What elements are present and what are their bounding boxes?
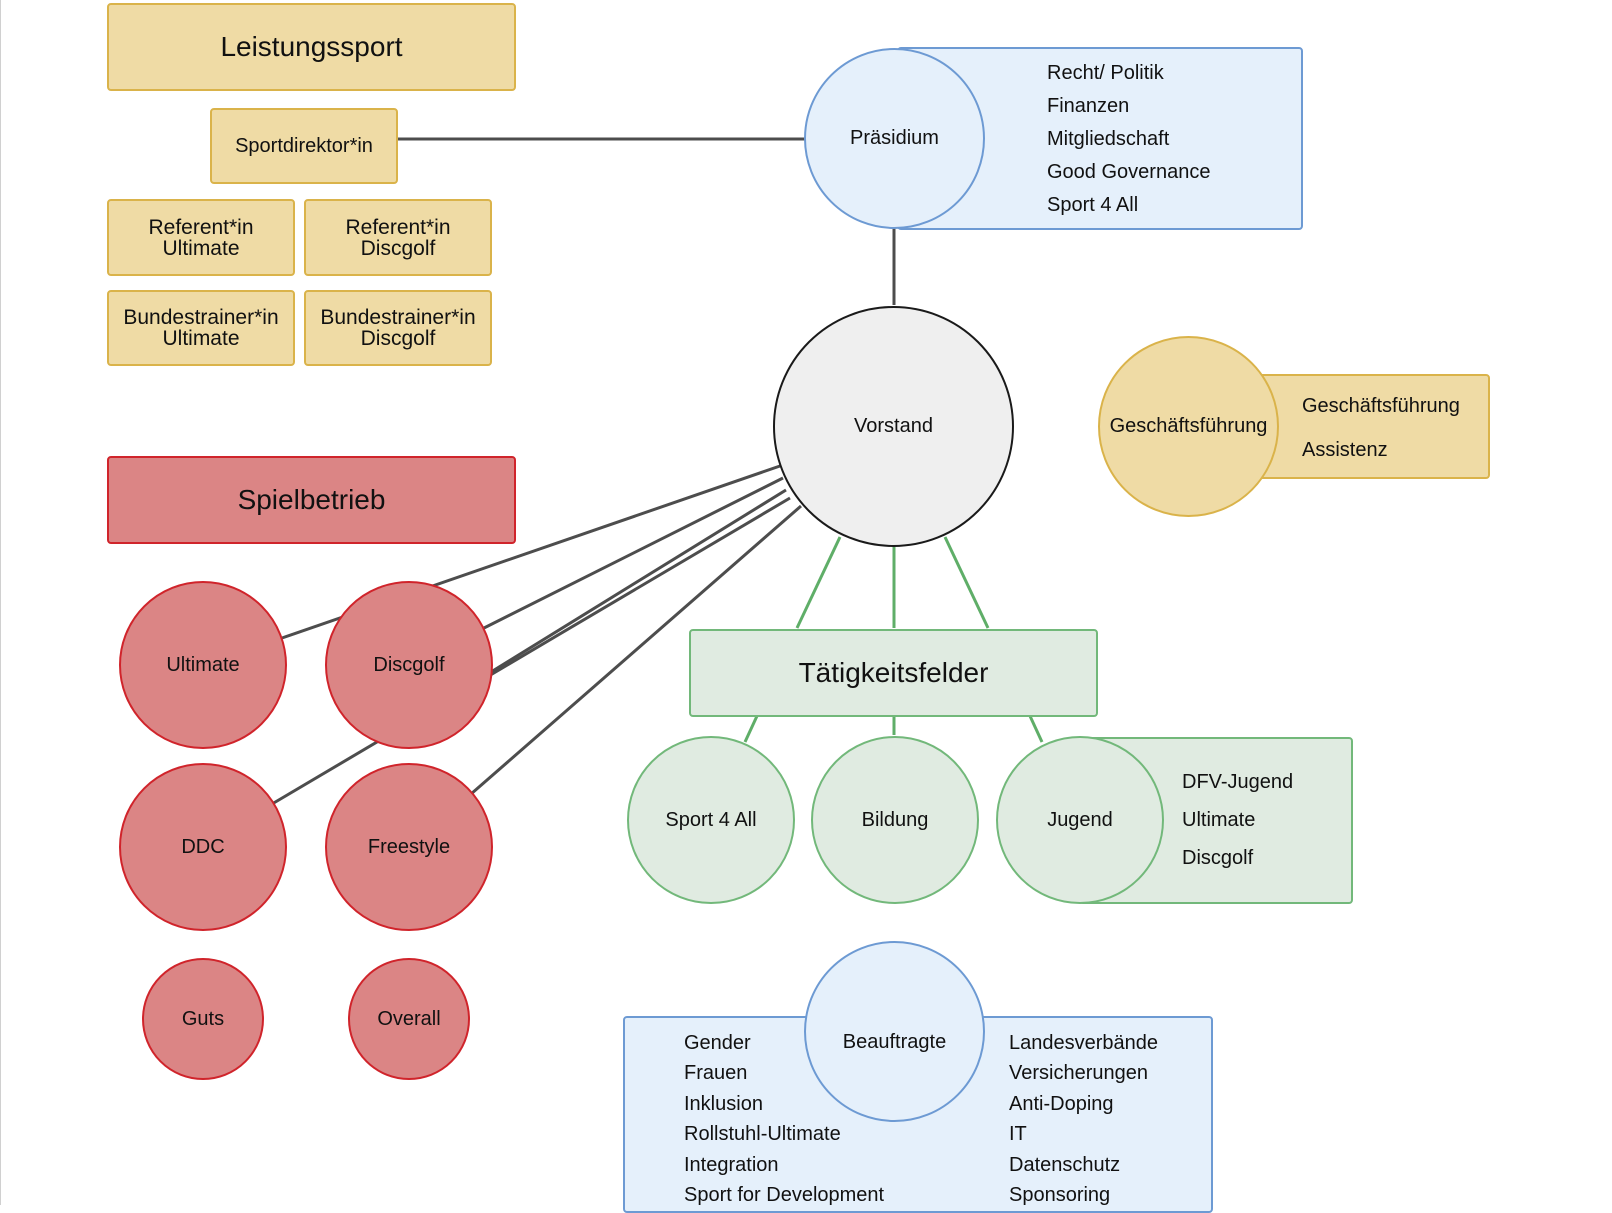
- beauftragte-item: Sport for Development: [684, 1184, 885, 1207]
- praesidium-item: Finanzen: [1047, 95, 1130, 117]
- bundestrainer-ultimate-box: Bundestrainer*in Ultimate: [107, 290, 295, 366]
- connector-vorstand-taetigkeit-1: [795, 536, 842, 629]
- connector-taetigkeit-jugend: [1028, 715, 1044, 743]
- geschaeftsfuehrung-list: Geschäftsführung Assistenz: [1302, 384, 1460, 472]
- praesidium-list: Recht/ Politik Finanzen Mitgliedschaft G…: [1047, 57, 1210, 222]
- bundestrainer-discgolf-line2: Discgolf: [360, 327, 436, 350]
- freestyle-circle: Freestyle: [325, 763, 493, 931]
- jugend-item: DFV-Jugend: [1182, 771, 1294, 793]
- ultimate-circle: Ultimate: [119, 581, 287, 749]
- praesidium-item: Good Governance: [1047, 161, 1211, 183]
- beauftragte-item: Frauen: [684, 1062, 748, 1085]
- jugend-circle: Jugend: [996, 736, 1164, 904]
- connector-taetigkeit-sport4all: [743, 715, 759, 743]
- guts-circle: Guts: [142, 958, 264, 1080]
- referent-ultimate-line2: Ultimate: [162, 236, 240, 260]
- beauftragte-item: Versicherungen: [1009, 1062, 1148, 1085]
- beauftragte-item: Gender: [684, 1032, 751, 1054]
- vorstand-circle: Vorstand: [773, 306, 1014, 547]
- connector-vorstand-discgolf-2: [490, 488, 787, 674]
- referent-discgolf-box: Referent*in Discgolf: [304, 199, 492, 276]
- referent-discgolf-line1: Referent*in: [345, 215, 451, 239]
- bildung-circle: Bildung: [811, 736, 979, 904]
- praesidium-item: Sport 4 All: [1047, 194, 1139, 216]
- discgolf-circle: Discgolf: [325, 581, 493, 749]
- beauftragte-right-list: Landesverbände Versicherungen Anti-Dopin…: [1009, 1028, 1158, 1210]
- jugend-item: Discgolf: [1182, 847, 1254, 869]
- praesidium-circle: Präsidium: [804, 48, 985, 229]
- leistungssport-header: Leistungssport: [107, 3, 516, 91]
- overall-circle: Overall: [348, 958, 470, 1080]
- page-left-border: [0, 0, 1, 1205]
- praesidium-item: Recht/ Politik: [1047, 62, 1164, 84]
- sportdirektor-box: Sportdirektor*in: [210, 108, 398, 184]
- connector-vorstand-freestyle: [470, 504, 802, 796]
- sport4all-circle: Sport 4 All: [627, 736, 795, 904]
- geschaeftsfuehrung-item: Geschäftsführung: [1302, 395, 1460, 417]
- bundestrainer-ultimate-line1: Bundestrainer*in: [123, 306, 279, 329]
- beauftragte-left-list: Gender Frauen Inklusion Rollstuhl-Ultima…: [684, 1028, 884, 1210]
- bundestrainer-ultimate-line2: Ultimate: [162, 327, 240, 350]
- beauftragte-item: Anti-Doping: [1009, 1092, 1114, 1115]
- bundestrainer-discgolf-box: Bundestrainer*in Discgolf: [304, 290, 492, 366]
- ddc-circle: DDC: [119, 763, 287, 931]
- referent-discgolf-line2: Discgolf: [360, 236, 436, 260]
- beauftragte-item: Sponsoring: [1009, 1184, 1111, 1207]
- praesidium-item: Mitgliedschaft: [1047, 128, 1170, 150]
- spielbetrieb-header: Spielbetrieb: [107, 456, 516, 544]
- connector-vorstand-ddc: [271, 496, 791, 806]
- bundestrainer-discgolf-line1: Bundestrainer*in: [320, 306, 476, 329]
- jugend-item: Ultimate: [1182, 809, 1256, 831]
- beauftragte-item: Rollstuhl-Ultimate: [684, 1123, 841, 1146]
- beauftragte-item: Integration: [684, 1153, 779, 1176]
- referent-ultimate-box: Referent*in Ultimate: [107, 199, 295, 276]
- beauftragte-item: Inklusion: [684, 1092, 763, 1115]
- connector-vorstand-taetigkeit-3: [943, 536, 990, 629]
- beauftragte-item: IT: [1009, 1123, 1027, 1146]
- geschaeftsfuehrung-item: Assistenz: [1302, 439, 1388, 461]
- beauftragte-item: Datenschutz: [1009, 1153, 1121, 1176]
- beauftragte-circle: Beauftragte: [804, 941, 985, 1122]
- connector-vorstand-discgolf-1: [483, 476, 784, 630]
- jugend-list: DFV-Jugend Ultimate Discgolf: [1182, 763, 1293, 877]
- referent-ultimate-line1: Referent*in: [148, 215, 254, 239]
- geschaeftsfuehrung-circle: Geschäftsführung: [1098, 336, 1279, 517]
- taetigkeitsfelder-header: Tätigkeitsfelder: [689, 629, 1098, 717]
- beauftragte-item: Landesverbände: [1009, 1032, 1159, 1054]
